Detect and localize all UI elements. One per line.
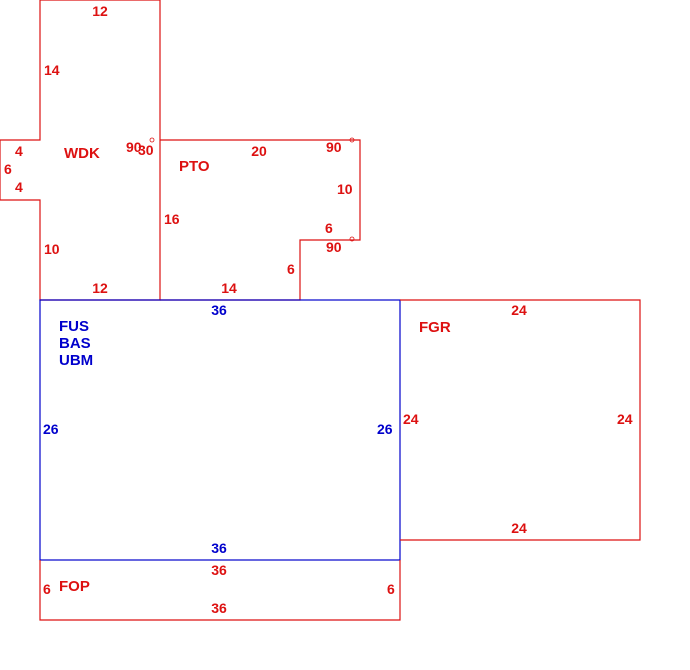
dim-pto-right: 10 (337, 181, 353, 197)
dim-bas-left: 26 (43, 421, 59, 437)
dim-bas-bottom: 36 (211, 540, 227, 556)
dim-bas-right: 26 (377, 421, 393, 437)
angle-marker (149, 137, 155, 143)
dim-pto-angle-bottom: 90 (326, 239, 342, 255)
area-label-ubm: UBM (59, 352, 93, 369)
area-label-fop: FOP (59, 578, 90, 595)
dim-fgr-left: 24 (403, 411, 419, 427)
dim-fgr-bottom: 24 (511, 520, 527, 536)
fop-outline (39, 560, 401, 621)
dim-pto-bottom: 14 (221, 280, 237, 296)
dim-wdk-notch-top: 4 (15, 143, 23, 159)
area-label-fgr: FGR (419, 319, 451, 336)
dim-fop-bottom: 36 (211, 600, 227, 616)
dim-wdk-notch-side: 6 (4, 161, 12, 177)
area-label-pto: PTO (179, 158, 210, 175)
area-label-fus: FUS (59, 318, 89, 335)
dim-wdk-right: 30 (138, 142, 154, 158)
dim-wdk-bottom: 12 (92, 280, 108, 296)
dim-fop-right: 6 (387, 581, 395, 597)
dim-wdk-angle: 90 (126, 139, 142, 155)
dim-fgr-right: 24 (617, 411, 633, 427)
dim-pto-top: 20 (251, 143, 267, 159)
dim-wdk-left-lower: 10 (44, 241, 60, 257)
dim-fop-top: 36 (211, 562, 227, 578)
dim-pto-angle-top: 90 (326, 139, 342, 155)
angle-marker (349, 236, 355, 242)
fgr-outline (400, 299, 641, 541)
area-label-bas: BAS (59, 335, 91, 352)
area-label-wdk: WDK (64, 145, 100, 162)
dim-fgr-top: 24 (511, 302, 527, 318)
dim-pto-left: 16 (164, 211, 180, 227)
dim-wdk-left-upper: 14 (44, 62, 60, 78)
bas-outline (39, 299, 401, 561)
wdk-outline (0, 0, 161, 301)
dim-fop-left: 6 (43, 581, 51, 597)
dim-wdk-top: 12 (92, 3, 108, 19)
angle-marker (349, 137, 355, 143)
dim-bas-top: 36 (211, 302, 227, 318)
dim-pto-step-top: 6 (325, 220, 333, 236)
dim-wdk-notch-bottom: 4 (15, 179, 23, 195)
dim-pto-step-side: 6 (287, 261, 295, 277)
